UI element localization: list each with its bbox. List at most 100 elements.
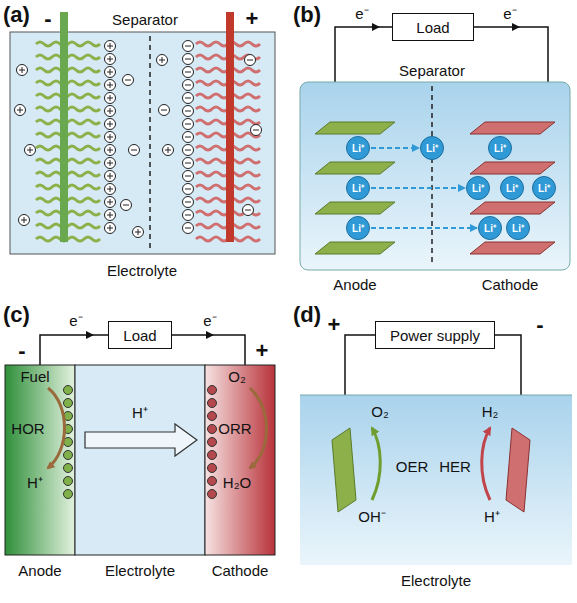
- catalyst-dot: [208, 490, 217, 499]
- text-label: O₂: [371, 403, 389, 421]
- cation-symbol: [105, 93, 116, 104]
- cation-symbol: [19, 215, 30, 226]
- sign-stroke: [110, 199, 111, 205]
- sign-stroke: [24, 217, 25, 223]
- catalyst-dot: [64, 490, 73, 499]
- sign-stroke: [185, 189, 191, 190]
- sign-stroke: [185, 163, 191, 164]
- sign-stroke: [185, 98, 191, 99]
- sign-stroke: [185, 228, 191, 229]
- text-label: Cathode: [212, 562, 269, 580]
- sign-stroke: [185, 202, 191, 203]
- sign-stroke: [245, 210, 251, 211]
- node-text: Power supply: [390, 327, 480, 344]
- anion-symbol: [183, 210, 194, 221]
- anion-symbol: [183, 171, 194, 182]
- node-text: Li⁺: [352, 181, 364, 195]
- anion-symbol: [183, 223, 194, 234]
- catalyst-dot: [208, 464, 217, 473]
- cathode-plate: [470, 122, 555, 134]
- anode-plate: [315, 242, 395, 254]
- cation-symbol: [163, 145, 174, 156]
- load-box: Power supply: [375, 321, 495, 349]
- lithium-ion: Li⁺: [500, 176, 524, 200]
- ion-path-arrow: [371, 147, 419, 149]
- polarity-sign: -: [44, 8, 51, 30]
- anion-symbol: [121, 200, 132, 211]
- cathode-plate: [470, 242, 555, 254]
- node-text: Load: [123, 327, 156, 344]
- anion-symbol: [183, 67, 194, 78]
- text-label: Electrolyte: [105, 562, 175, 580]
- catalyst-dot: [208, 425, 217, 434]
- catalyst-dot: [208, 399, 217, 408]
- lithium-ion: Li⁺: [466, 176, 490, 200]
- cation-symbol: [105, 54, 116, 65]
- cation-symbol: [105, 41, 116, 52]
- node-text: Li⁺: [538, 181, 550, 195]
- anion-symbol: [183, 184, 194, 195]
- sign-stroke: [185, 137, 191, 138]
- sign-stroke: [110, 173, 111, 179]
- node-text: Li⁺: [352, 221, 364, 235]
- sign-stroke: [110, 82, 111, 88]
- cation-symbol: [105, 184, 116, 195]
- cation-symbol: [17, 65, 28, 76]
- cation-symbol: [105, 67, 116, 78]
- text-label: Cathode: [482, 276, 539, 294]
- panel-letter: (d): [293, 302, 321, 328]
- text-label: Electrolyte: [107, 262, 177, 280]
- sign-stroke: [161, 110, 167, 111]
- node-text: Li⁺: [352, 141, 364, 155]
- anion-symbol: [183, 106, 194, 117]
- text-label: Separator: [112, 11, 178, 29]
- lithium-ion: Li⁺: [532, 176, 556, 200]
- anion-symbol: [183, 119, 194, 130]
- anion-symbol: [245, 55, 256, 66]
- sign-stroke: [125, 80, 131, 81]
- anion-symbol: [183, 145, 194, 156]
- node-text: Li⁺: [484, 221, 496, 235]
- catalyst-dot: [208, 438, 217, 447]
- text-label: e⁻: [355, 5, 368, 23]
- lithium-ion: Li⁺: [346, 136, 370, 160]
- catalyst-dot: [64, 464, 73, 473]
- node-text: Li⁺: [506, 181, 518, 195]
- cation-symbol: [105, 80, 116, 91]
- cation-symbol: [133, 227, 144, 238]
- text-label: Anode: [18, 562, 61, 580]
- sign-stroke: [110, 56, 111, 62]
- text-label: H⁺: [132, 404, 148, 422]
- panel-letter: (c): [3, 302, 30, 328]
- node-text: Li⁺: [426, 141, 438, 155]
- anion-symbol: [243, 205, 254, 216]
- node-text: Load: [416, 19, 449, 36]
- anion-symbol: [183, 80, 194, 91]
- polarity-sign: +: [328, 314, 341, 336]
- cation-symbol: [157, 55, 168, 66]
- anion-symbol: [183, 54, 194, 65]
- lithium-ion: Li⁺: [478, 216, 502, 240]
- sign-stroke: [185, 150, 191, 151]
- text-label: Anode: [333, 276, 376, 294]
- sign-stroke: [110, 69, 111, 75]
- polarity-sign: -: [536, 314, 543, 336]
- sign-stroke: [123, 205, 129, 206]
- ion-path-arrow: [371, 227, 477, 229]
- polarity-sign: +: [256, 340, 269, 362]
- cation-symbol: [105, 210, 116, 221]
- polarity-sign: -: [18, 340, 25, 362]
- lithium-ion: Li⁺: [420, 136, 444, 160]
- anode-plate: [315, 122, 395, 134]
- sign-stroke: [138, 229, 139, 235]
- lithium-ion: Li⁺: [506, 216, 530, 240]
- sign-stroke: [110, 160, 111, 166]
- catalyst-dot: [64, 451, 73, 460]
- text-label: HOR: [11, 420, 44, 438]
- catalyst-dot: [208, 477, 217, 486]
- sign-stroke: [253, 130, 259, 131]
- text-label: e⁻: [503, 5, 516, 23]
- catalyst-dot: [64, 386, 73, 395]
- catalyst-dot: [208, 412, 217, 421]
- text-label: Separator: [399, 62, 465, 80]
